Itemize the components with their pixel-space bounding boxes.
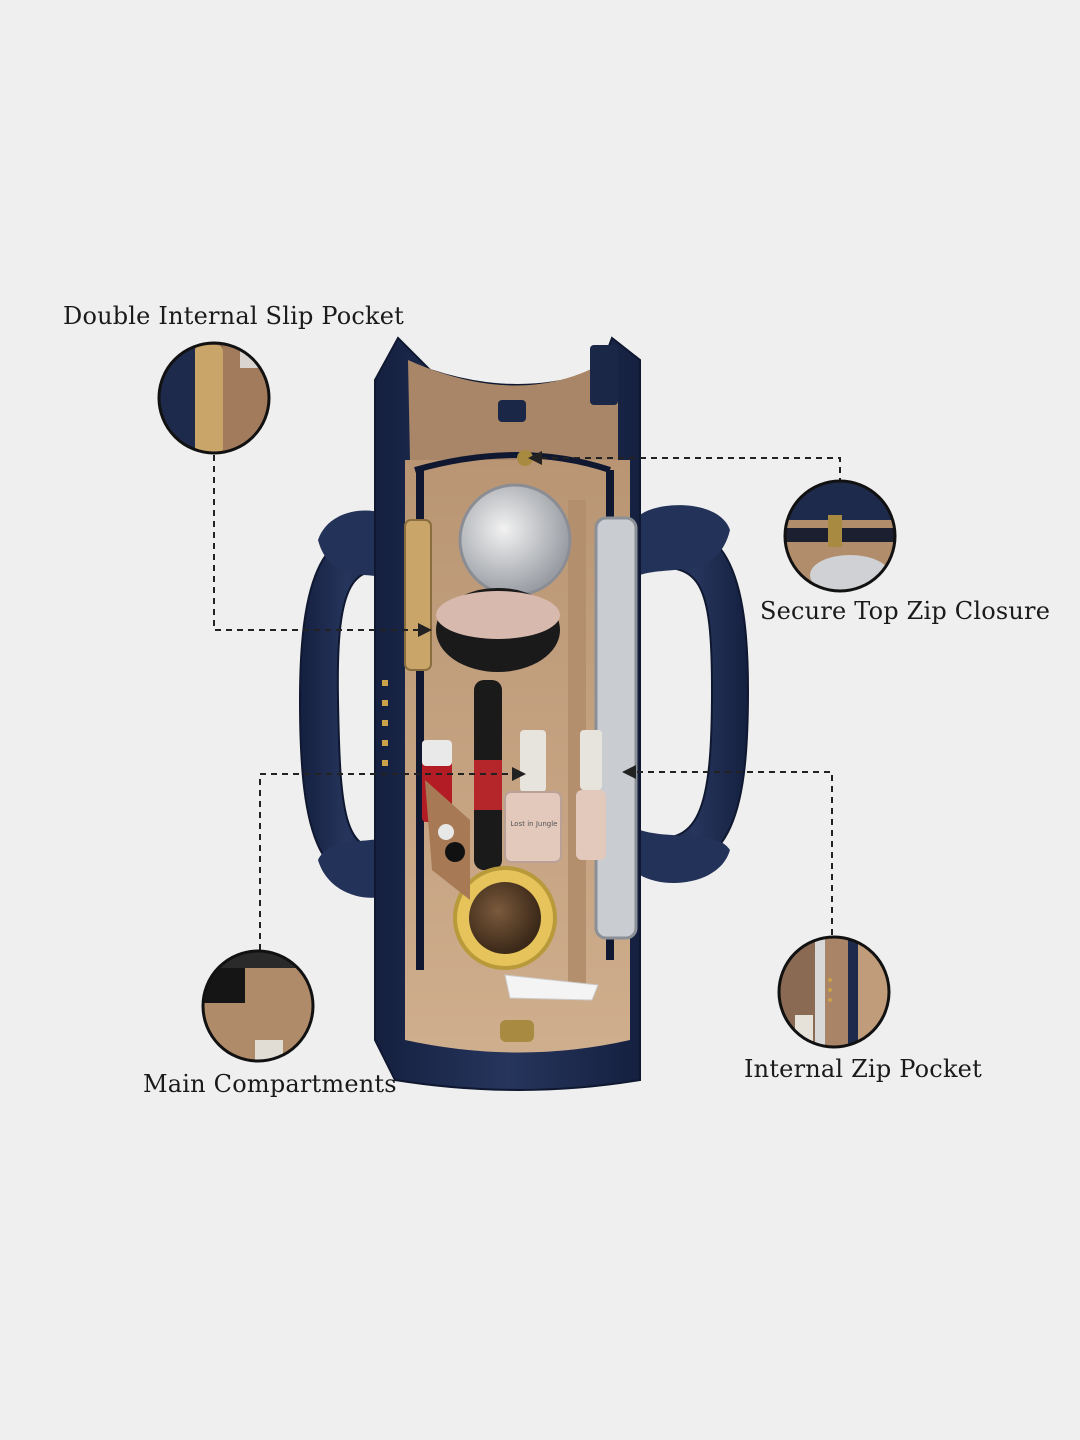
detail-circle-main-compartments (201, 949, 315, 1063)
callout-label-main-compartments: Main Compartments (143, 1070, 397, 1098)
bag-contents (404, 483, 638, 1001)
right-handle (639, 505, 750, 883)
nail-polish-front (504, 730, 562, 863)
nail-polish-label: Lost in Jungle (510, 820, 558, 828)
compact-mirror (458, 483, 572, 597)
callout-label-slip-pocket: Double Internal Slip Pocket (63, 302, 404, 330)
callout-label-zip-pocket: Internal Zip Pocket (744, 1055, 982, 1083)
detail-circle-slip-pocket (157, 341, 271, 455)
callout-arrowheads (418, 451, 636, 781)
zip-pull (517, 450, 533, 466)
callout-label-zip-closure: Secure Top Zip Closure (760, 597, 1051, 625)
tablet (594, 516, 638, 940)
detail-circle-zip-pocket (777, 935, 891, 1049)
detail-circle-zip-closure (783, 479, 897, 593)
